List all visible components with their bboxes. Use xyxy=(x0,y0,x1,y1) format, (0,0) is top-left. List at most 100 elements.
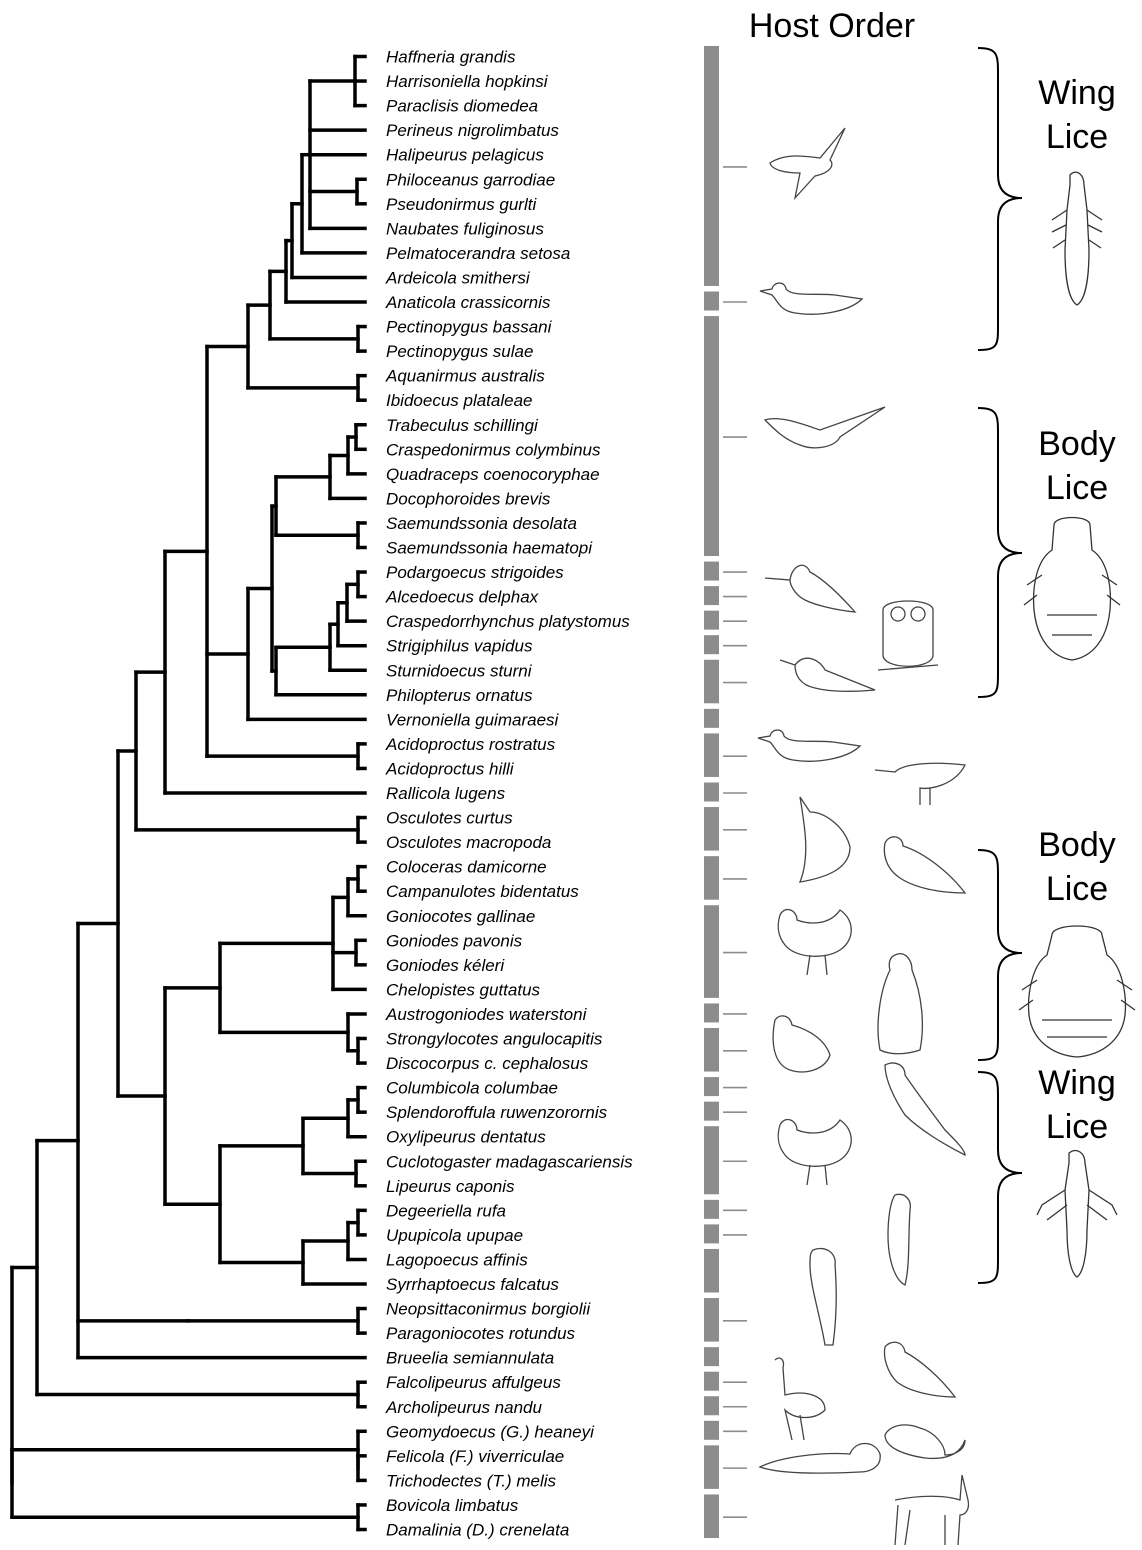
duck-icon xyxy=(760,283,862,314)
owl-icon xyxy=(878,601,938,670)
taxon-label: Felicola (F.) viverriculae xyxy=(386,1447,564,1466)
taxon-label: Craspedonirmus colymbinus xyxy=(386,440,601,459)
phylogenetic-tree xyxy=(12,57,365,1530)
taxon-label: Upupicola upupae xyxy=(386,1226,523,1245)
host-order-bar xyxy=(704,46,719,286)
taxon-label: Perineus nigrolimbatus xyxy=(386,121,559,140)
taxon-label: Degeeriella rufa xyxy=(386,1201,506,1220)
kingfisher-icon xyxy=(765,565,855,612)
taxon-label: Damalinia (D.) crenelata xyxy=(386,1521,569,1540)
taxon-label: Sturnidoecus sturni xyxy=(386,661,533,680)
host-order-bar xyxy=(704,1224,719,1243)
bracket-label-line1: Wing xyxy=(1038,74,1115,112)
host-order-bar xyxy=(704,1372,719,1391)
antelope-icon xyxy=(895,1475,968,1545)
penguin-icon xyxy=(878,954,922,1054)
bracket-wing-lice-lower: Wing Lice xyxy=(978,1064,1117,1283)
seabird-icon xyxy=(770,128,845,198)
host-order-bar xyxy=(704,733,719,777)
taxon-label: Podargoecus strigoides xyxy=(386,563,564,582)
parrot-icon xyxy=(810,1248,836,1345)
taxon-label: Strigiphilus vapidus xyxy=(386,637,533,656)
host-order-bar xyxy=(704,783,719,802)
host-order-bar xyxy=(704,1494,719,1538)
host-order-bar xyxy=(704,709,719,728)
host-order-bar xyxy=(704,1347,719,1366)
taxon-label: Strongylocotes angulocapitis xyxy=(386,1030,603,1049)
host-order-bar xyxy=(704,1028,719,1072)
duck-icon xyxy=(758,730,860,761)
hoopoe-icon xyxy=(888,1194,910,1285)
taxon-label: Anaticola crassicornis xyxy=(385,293,551,312)
body-louse-icon xyxy=(1019,926,1135,1057)
wing-louse-icon xyxy=(1037,1151,1117,1277)
host-order-bar xyxy=(704,316,719,556)
taxon-label: Vernoniella guimaraesi xyxy=(386,710,560,729)
bracket-label-line2: Lice xyxy=(1046,469,1108,507)
taxon-label: Acidoproctus rostratus xyxy=(385,735,556,754)
taxon-label: Harrisoniella hopkinsi xyxy=(386,72,549,91)
taxon-label: Goniodes kéleri xyxy=(386,956,505,975)
host-order-bar xyxy=(704,807,719,851)
turaco-icon xyxy=(885,1063,965,1155)
host-order-bar xyxy=(704,1421,719,1440)
host-order-bar xyxy=(704,1445,719,1489)
taxon-label: Bovicola limbatus xyxy=(386,1496,519,1515)
rooster-icon xyxy=(778,910,851,975)
bracket-body-lice-upper: Body Lice xyxy=(978,408,1120,697)
host-order-title: Host Order xyxy=(749,7,915,45)
taxon-label: Coloceras damicorne xyxy=(386,858,547,877)
body-louse-icon xyxy=(1024,518,1120,661)
taxon-label: Cuclotogaster madagascariensis xyxy=(386,1152,633,1171)
taxon-label: Paraclisis diomedea xyxy=(386,97,538,116)
bracket-label-line2: Lice xyxy=(1046,870,1108,908)
hoatzin-icon xyxy=(800,797,850,882)
taxon-label: Discocorpus c. cephalosus xyxy=(386,1054,589,1073)
taxon-label: Alcedoecus delphax xyxy=(385,588,539,607)
gull-icon xyxy=(765,407,885,448)
host-order-bar xyxy=(704,1298,719,1342)
bracket-wing-lice-upper: Wing Lice xyxy=(978,48,1116,350)
taxon-label: Osculotes macropoda xyxy=(386,833,551,852)
host-order-bar xyxy=(704,1102,719,1121)
tinamou-icon xyxy=(773,1016,830,1072)
taxon-label: Falcolipeurus affulgeus xyxy=(386,1373,561,1392)
taxon-label: Quadraceps coenocoryphae xyxy=(386,465,600,484)
host-order-bar xyxy=(704,1396,719,1415)
bracket-label-line2: Lice xyxy=(1046,118,1108,156)
host-order-bar xyxy=(704,1126,719,1194)
taxon-label: Pelmatocerandra setosa xyxy=(386,244,570,263)
bracket-label-line1: Wing xyxy=(1038,1064,1115,1102)
taxon-label: Archolipeurus nandu xyxy=(385,1398,542,1417)
taxon-label: Ardeicola smithersi xyxy=(385,268,531,287)
host-order-bar xyxy=(704,635,719,654)
passerine-icon xyxy=(780,658,875,691)
host-order-bar xyxy=(704,856,719,900)
taxon-label: Haffneria grandis xyxy=(386,48,516,67)
taxon-label: Saemundssonia desolata xyxy=(386,514,577,533)
taxon-label: Austrogoniodes waterstoni xyxy=(385,1005,588,1024)
dove-icon xyxy=(884,837,965,893)
taxon-label: Acidoproctus hilli xyxy=(385,759,515,778)
taxon-label: Campanulotes bidentatus xyxy=(386,882,579,901)
taxon-label: Halipeurus pelagicus xyxy=(386,146,544,165)
taxon-label: Paragoniocotes rotundus xyxy=(386,1324,576,1343)
eagle-icon xyxy=(885,1342,956,1397)
taxon-label: Philopterus ornatus xyxy=(386,686,533,705)
host-illustrations xyxy=(758,128,968,1545)
taxon-label: Aquanirmus australis xyxy=(385,367,545,386)
taxon-label: Trabeculus schillingi xyxy=(386,416,539,435)
taxon-label: Docophoroides brevis xyxy=(386,489,551,508)
taxon-label: Rallicola lugens xyxy=(386,784,506,803)
taxon-label: Ibidoecus plataleae xyxy=(386,391,533,410)
taxon-label: Pectinopygus bassani xyxy=(386,318,553,337)
host-order-bar xyxy=(704,1249,719,1293)
taxon-label: Osculotes curtus xyxy=(386,809,513,828)
taxon-label: Syrrhaptoecus falcatus xyxy=(386,1275,559,1294)
bracket-body-lice-lower: Body Lice xyxy=(978,826,1135,1060)
taxon-label: Saemundssonia haematopi xyxy=(386,539,593,558)
lion-icon xyxy=(760,1444,880,1474)
bracket-label-line2: Lice xyxy=(1046,1108,1108,1146)
taxon-label: Philoceanus garrodiae xyxy=(386,170,555,189)
rodent-icon xyxy=(885,1425,965,1458)
